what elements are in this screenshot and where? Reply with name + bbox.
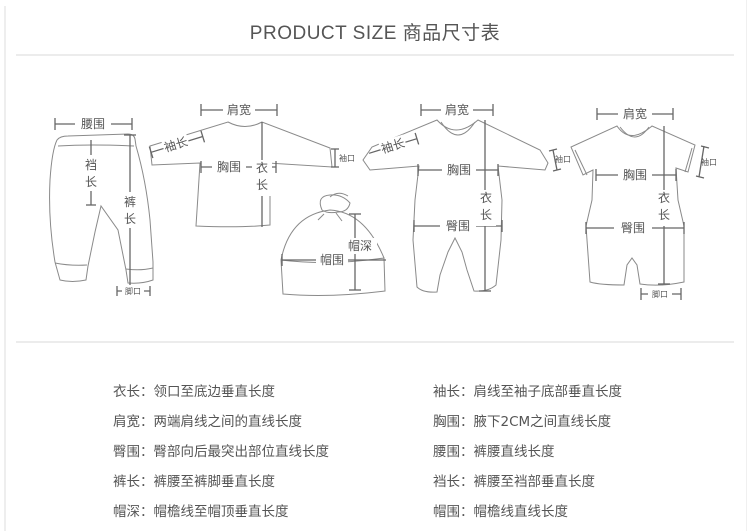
- definition-item: 衣长：领口至底边垂直长度: [113, 380, 275, 400]
- label-length-a: 衣: [256, 160, 268, 175]
- label-sleeve: 袖长: [379, 135, 406, 156]
- label-length-a: 衣: [480, 190, 492, 205]
- label-hip: 臀围: [621, 221, 645, 235]
- short-romper-diagram: 肩宽 袖口 胸围 臀围 衣 长 脚口: [570, 106, 717, 300]
- label-chest: 胸围: [623, 167, 647, 182]
- middle-divider: [16, 341, 734, 343]
- label-length-a: 裤: [124, 195, 136, 209]
- long-romper-diagram: 肩宽 袖长 袖口 胸围 臀围 衣 长: [362, 102, 571, 293]
- label-length-b: 长: [256, 178, 268, 192]
- label-hat-depth: 帽深: [348, 238, 372, 253]
- definition-desc: 肩线至袖子底部垂直长度: [473, 384, 623, 400]
- definition-separator: ：: [460, 474, 474, 490]
- definition-term: 袖长: [433, 384, 460, 400]
- label-length-b: 长: [658, 208, 670, 222]
- label-sleeve-cuff: 袖口: [701, 157, 717, 167]
- definition-term: 裆长: [433, 474, 460, 490]
- label-length-a: 衣: [658, 190, 670, 205]
- page-title: PRODUCT SIZE 商品尺寸表: [249, 23, 501, 44]
- label-hat-circumference: 帽围: [320, 252, 344, 267]
- pants-diagram: 腰围 裆 长 裤 长 脚口: [49, 116, 154, 297]
- label-chest: 胸围: [217, 159, 241, 174]
- label-leg-cuff: 脚口: [125, 286, 141, 296]
- label-leg-cuff: 脚口: [652, 289, 668, 299]
- definition-desc: 帽檐线至帽顶垂直长度: [153, 504, 289, 520]
- definition-separator: ：: [460, 384, 474, 400]
- shirt-diagram: 肩宽 袖长 袖口 胸围 衣 长: [148, 102, 355, 228]
- definition-desc: 裤腰至裤脚垂直长度: [153, 474, 276, 490]
- definition-separator: ：: [140, 414, 154, 430]
- label-shoulder: 肩宽: [623, 106, 647, 121]
- definition-term: 肩宽: [113, 414, 140, 430]
- definition-item: 袖长：肩线至袖子底部垂直长度: [433, 380, 622, 400]
- definition-item: 臀围：臀部向后最突出部位直线长度: [113, 440, 329, 460]
- label-chest: 胸围: [447, 162, 471, 177]
- definition-separator: ：: [140, 504, 154, 520]
- definition-item: 裤长：裤腰至裤脚垂直长度: [113, 470, 275, 490]
- right-border: [746, 0, 747, 531]
- definition-separator: ：: [140, 444, 154, 460]
- definition-separator: ：: [460, 504, 474, 520]
- definition-term: 裤长: [113, 474, 140, 490]
- definition-desc: 两端肩线之间的直线长度: [153, 414, 303, 430]
- definition-desc: 裤腰直线长度: [473, 444, 555, 460]
- top-divider: [16, 54, 734, 56]
- definition-term: 帽围: [433, 504, 460, 520]
- label-sleeve-cuff: 袖口: [555, 154, 571, 164]
- label-length-b: 长: [480, 208, 492, 222]
- definition-term: 胸围: [433, 414, 460, 430]
- definition-item: 胸围：腋下2CM之间直线长度: [433, 410, 611, 430]
- definition-desc: 腋下2CM之间直线长度: [473, 414, 612, 430]
- definition-desc: 裤腰至裆部垂直长度: [473, 474, 596, 490]
- definition-item: 帽深：帽檐线至帽顶垂直长度: [113, 500, 289, 520]
- hat-diagram: 帽围 帽深: [280, 192, 386, 296]
- definition-separator: ：: [460, 444, 474, 460]
- definition-term: 腰围: [433, 444, 460, 460]
- definition-item: 肩宽：两端肩线之间的直线长度: [113, 410, 302, 430]
- label-rise-a: 裆: [85, 158, 97, 172]
- label-waist: 腰围: [81, 117, 105, 131]
- size-diagrams: 腰围 裆 长 裤 长 脚口 肩宽 袖长: [49, 102, 717, 300]
- definition-desc: 帽檐线直线长度: [473, 504, 569, 520]
- left-border: [4, 6, 6, 531]
- definition-item: 帽围：帽檐线直线长度: [433, 500, 568, 520]
- definition-separator: ：: [140, 384, 154, 400]
- label-shoulder: 肩宽: [445, 102, 469, 117]
- definition-term: 帽深: [113, 504, 140, 520]
- label-hip: 臀围: [446, 219, 470, 233]
- definition-separator: ：: [460, 414, 474, 430]
- label-shoulder: 肩宽: [227, 102, 251, 117]
- label-sleeve: 袖长: [162, 134, 189, 155]
- definition-desc: 臀部向后最突出部位直线长度: [153, 444, 330, 460]
- definition-separator: ：: [140, 474, 154, 490]
- definition-desc: 领口至底边垂直长度: [153, 384, 276, 400]
- definition-term: 臀围: [113, 444, 140, 460]
- definition-item: 裆长：裤腰至裆部垂直长度: [433, 470, 595, 490]
- definition-term: 衣长: [113, 384, 140, 400]
- label-sleeve-cuff: 袖口: [339, 153, 355, 163]
- definition-item: 腰围：裤腰直线长度: [433, 440, 555, 460]
- label-length-b: 长: [124, 212, 136, 226]
- label-rise-b: 长: [85, 175, 97, 189]
